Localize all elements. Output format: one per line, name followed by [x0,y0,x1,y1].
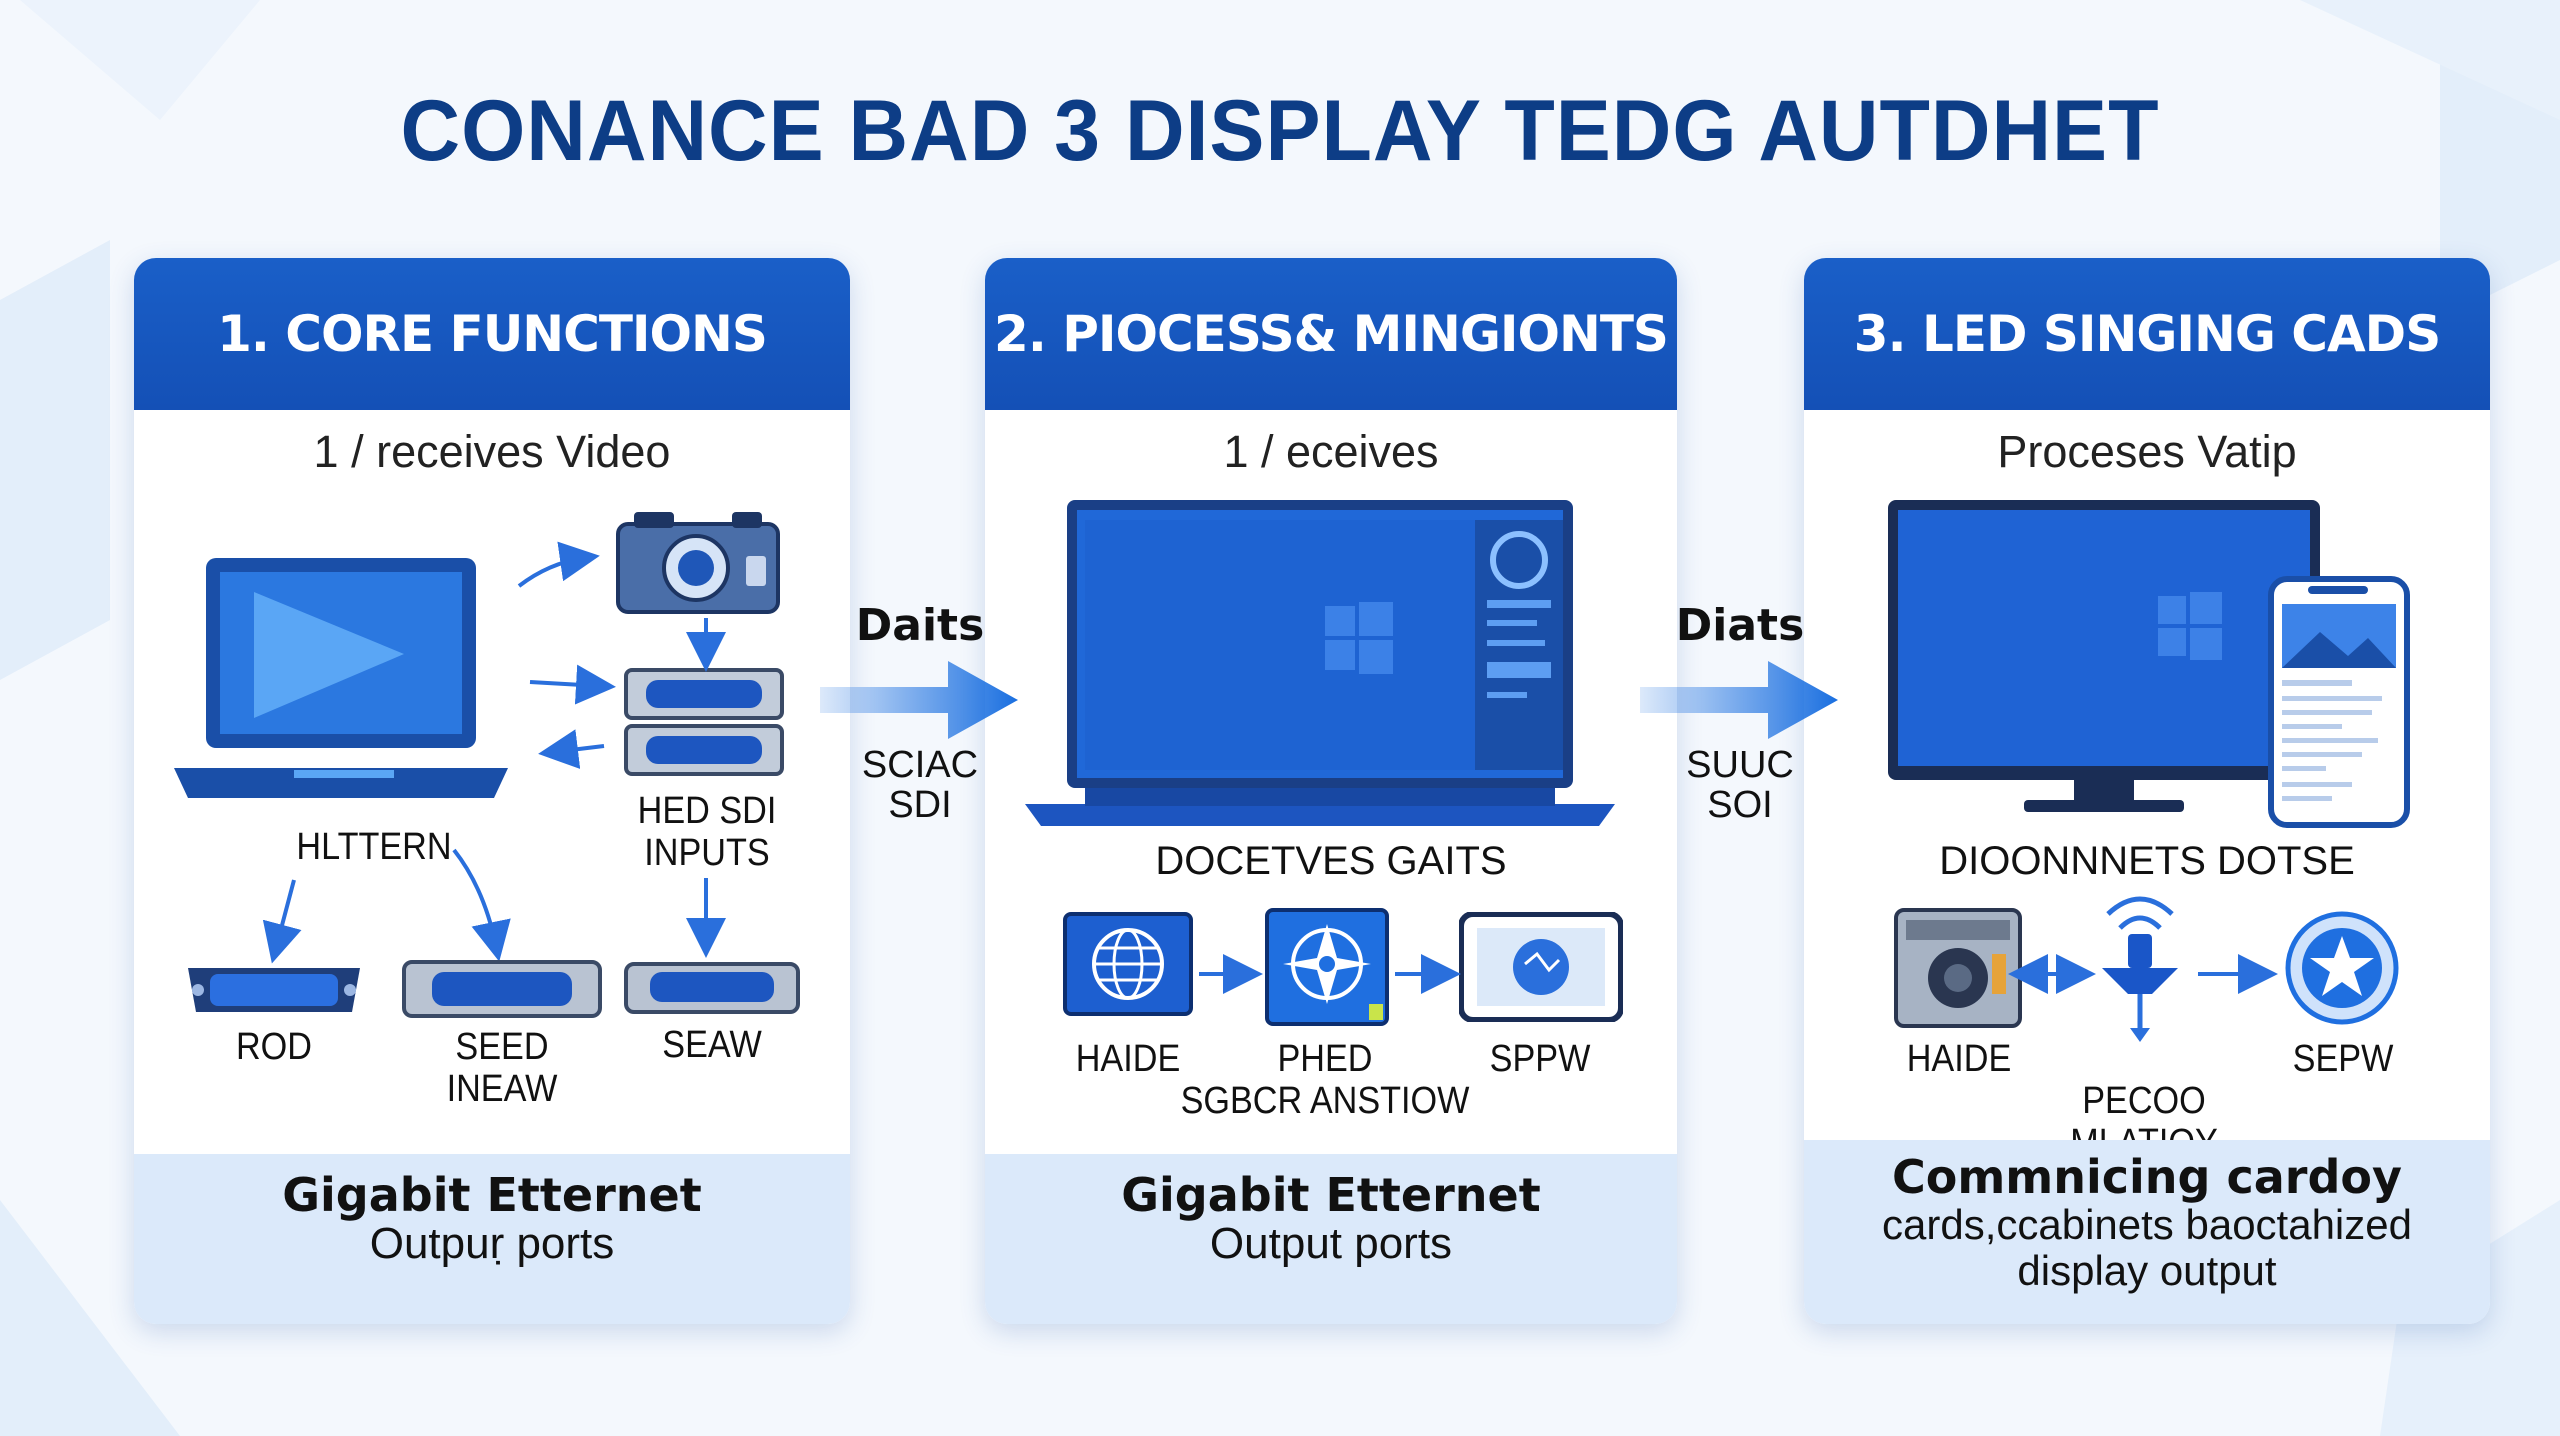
globe-icon [1063,912,1193,1016]
page-title: CONANCE BAD 3 DISPLAY TEDG AUTDHET [400,83,2160,179]
laptop-icon [1025,500,1615,826]
panel-subtitle: 1 / receives Video [313,426,671,477]
connector-2: Diats SUUC SOI [1640,600,1840,825]
tablet-icon [1459,912,1623,1022]
panel-footer: Gigabit Etternet Outpuṛ ports [134,1154,850,1324]
panel-footer: Commnicing cardoy cards,ccabinets baocta… [1804,1140,2490,1324]
vga-port-icon [624,962,800,1014]
vga-port-icon [402,960,602,1018]
caption: DIOONNNETS DOTSE [1939,839,2355,883]
flow-arrows [262,541,726,964]
arrow-right-icon [820,661,1018,739]
panel-header: 2. PIOCESS& MINGIONTS [985,258,1677,410]
caption: DOCETVES GAITS [1155,839,1507,883]
connector-label: Diats [1675,600,1805,651]
sdi-connector-icon [624,668,784,776]
connector-label: Daits [855,600,985,651]
footer-sub: Output ports [1209,1219,1453,1268]
panel-header: 1. CORE FUNCTIONS [134,258,850,410]
footer-sub: Outpuṛ ports [369,1219,615,1268]
footer-main: Gigabit Etternet [1121,1168,1541,1222]
panel-footer: Gigabit Etternet Output ports [985,1154,1677,1324]
compass-icon [1265,908,1389,1026]
connector-1: Daits SCIAC SDI [820,600,1020,825]
panel-led-cards: 3. LED SINGING CADS Proceses Vatip DIOON… [1804,258,2490,1324]
panel-subtitle: Proceses Vatip [1997,426,2297,477]
label-rod: ROD [235,1026,312,1068]
flow-arrows [1199,954,1461,994]
camera-icon [616,512,780,614]
flow-arrows [2008,954,2278,994]
antenna-icon [2102,896,2178,1042]
footer-sub: cards,ccabinets baoctahized display outp… [1882,1201,2412,1294]
footer-main: Commnicing cardoy [1892,1150,2402,1204]
panel-processing: 2. PIOCESS& MINGIONTS 1 / eceives DOCETV… [985,258,1677,1324]
label-pattern: HLTTERN [296,826,452,868]
label-seed: SEED INEAW [446,1026,558,1110]
label-haide: HAIDE [1906,1038,2012,1080]
star-badge-icon [2285,911,2399,1025]
footer-main: Gigabit Etternet [282,1168,702,1222]
label-phed: PHED SGBCR ANSTIOW [1180,1038,1470,1122]
label-sppw: SPPW [1489,1038,1591,1080]
laptop-icon [174,558,508,798]
monitor-icon [1888,500,2320,812]
label-seaw: SEAW [662,1024,762,1066]
label-haide: HAIDE [1075,1038,1181,1080]
label-sepw: SEPW [2292,1038,2394,1080]
phone-icon [2268,576,2410,828]
label-inputs: HED SDI INPUTS [637,790,777,874]
panel-header: 3. LED SINGING CADS [1804,258,2490,410]
connector-sublabel: SCIAC SDI [861,744,979,826]
arrow-right-icon [1640,661,1838,739]
vga-port-icon [188,968,360,1012]
panel-subtitle: 1 / eceives [1223,426,1439,477]
connector-sublabel: SUUC SOI [1686,744,1794,826]
panel-core-functions: 1. CORE FUNCTIONS 1 / receives Video [134,258,850,1324]
